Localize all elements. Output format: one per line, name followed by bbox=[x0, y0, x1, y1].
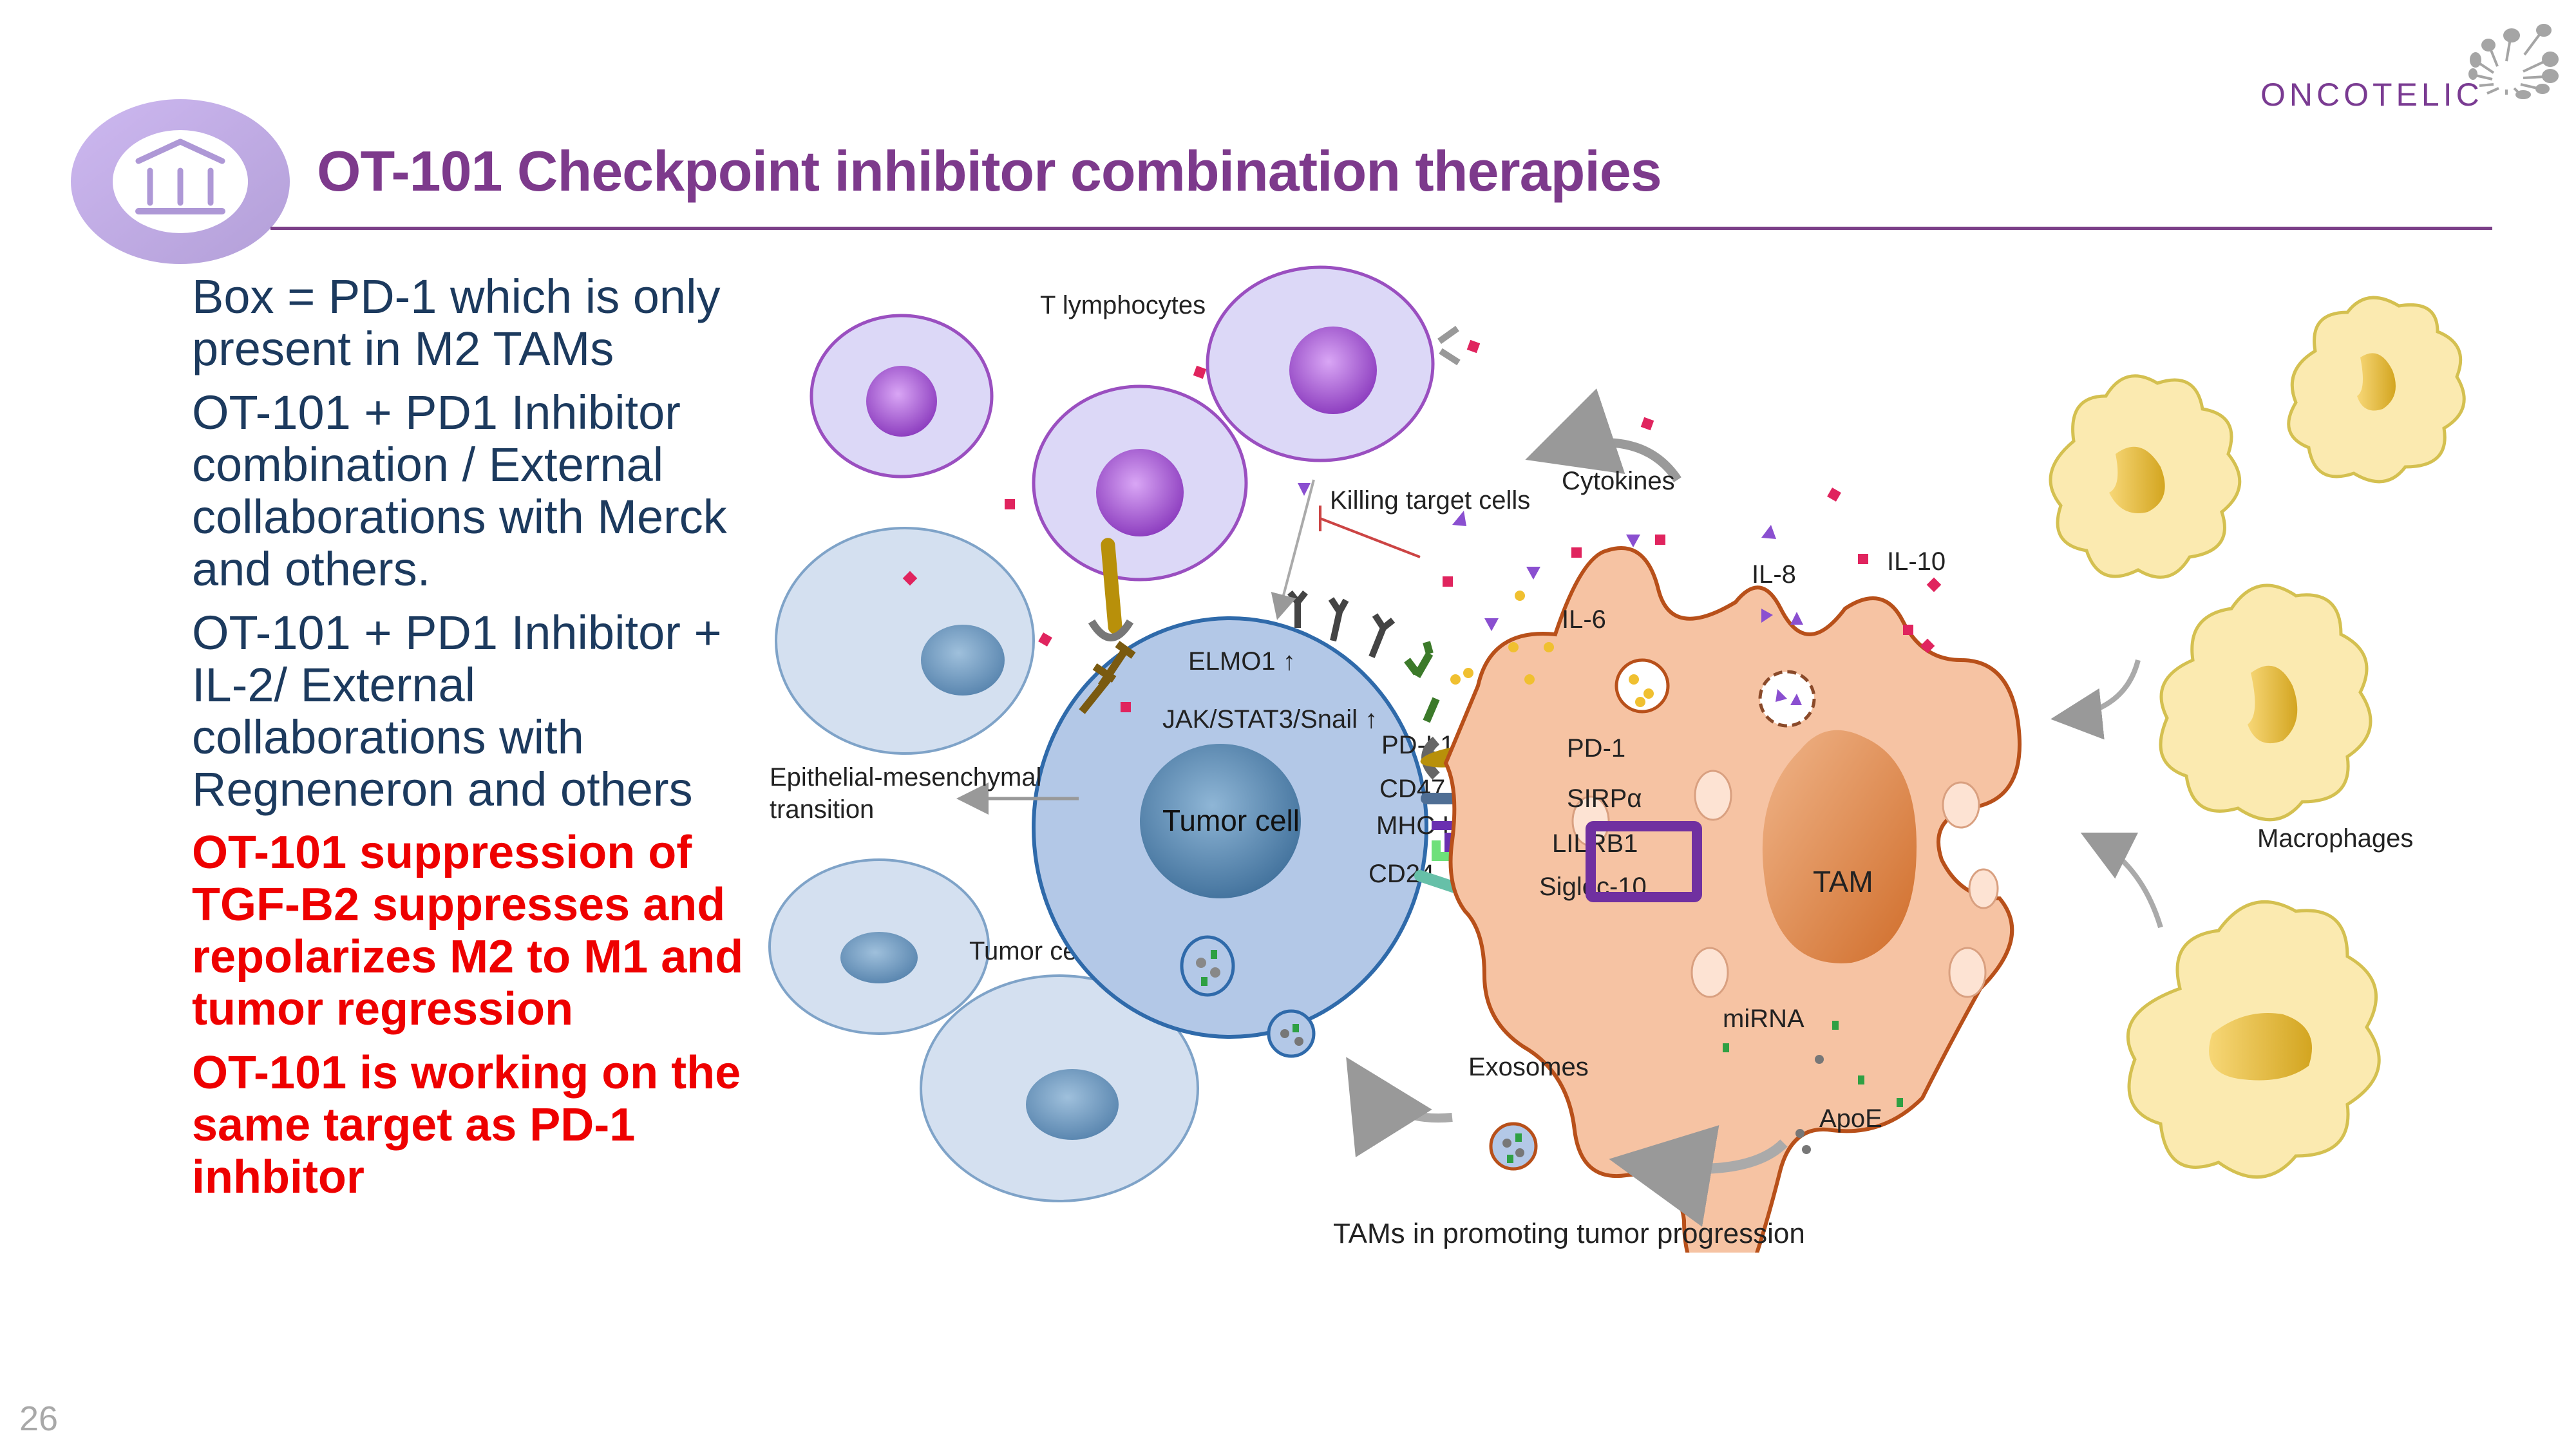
label-pd1: PD-1 bbox=[1567, 734, 1625, 762]
label-exosomes: Exosomes bbox=[1468, 1053, 1589, 1081]
oncotelic-logo-icon bbox=[2468, 24, 2559, 99]
tumor-cell-background bbox=[920, 974, 1199, 1202]
label-cytokines: Cytokines bbox=[1562, 467, 1675, 495]
bullet-item: Box = PD-1 which is only present in M2 T… bbox=[192, 270, 721, 375]
label-sirpa: SIRPα bbox=[1567, 784, 1642, 813]
label-tam: TAM bbox=[1813, 865, 1873, 898]
label-apoe: ApoE bbox=[1819, 1104, 1882, 1133]
tam-cell bbox=[1443, 546, 2022, 1253]
label-emt-2: transition bbox=[770, 795, 874, 824]
bullet-item: OT-101 + PD1 Inhibitor combination / Ext… bbox=[192, 386, 727, 596]
label-jak-stat3: JAK/STAT3/Snail ↑ bbox=[1162, 705, 1378, 734]
label-tumor-cell: Tumor cell bbox=[1162, 804, 1300, 837]
label-il10: IL-10 bbox=[1887, 547, 1946, 576]
institution-building-icon bbox=[71, 99, 290, 264]
label-elmo1: ELMO1 ↑ bbox=[1188, 647, 1296, 676]
tumor-cell-background bbox=[775, 527, 1035, 755]
bullet-item-highlight: OT-101 is working on the same target as … bbox=[192, 1047, 741, 1203]
label-il8: IL-8 bbox=[1752, 560, 1796, 589]
label-killing-target-cells: Killing target cells bbox=[1330, 486, 1530, 515]
page-number: 26 bbox=[19, 1399, 59, 1438]
tumor-cell-background bbox=[768, 858, 990, 1035]
title-divider bbox=[270, 227, 2492, 230]
label-emt: Epithelial-mesenchymal bbox=[770, 763, 1041, 791]
pd1-highlight-box bbox=[1586, 821, 1702, 902]
bullet-item: OT-101 + PD1 Inhibitor + IL-2/ External … bbox=[192, 606, 722, 816]
label-mirna: miRNA bbox=[1723, 1005, 1804, 1033]
bullet-list: Box = PD-1 which is only present in M2 T… bbox=[192, 270, 746, 1215]
bullet-item-highlight: OT-101 suppression of TGF-B2 suppresses … bbox=[192, 827, 744, 1035]
exosome bbox=[1267, 1009, 1316, 1058]
t-lymphocyte-cell bbox=[810, 314, 994, 478]
page-title: OT-101 Checkpoint inhibitor combination … bbox=[317, 139, 1662, 203]
tam-diagram: T lymphocytes Tumor cells Tumor cell ELM… bbox=[768, 265, 2466, 1253]
logo-text: ONCOTELIC bbox=[2260, 77, 2483, 113]
label-il6: IL-6 bbox=[1562, 605, 1606, 634]
t-lymphocyte-cell bbox=[1032, 384, 1248, 582]
exosome bbox=[1489, 1122, 1538, 1171]
label-t-lymphocytes: T lymphocytes bbox=[1040, 291, 1206, 319]
t-lymphocyte-cell bbox=[1206, 265, 1461, 462]
label-macrophages: Macrophages bbox=[2257, 824, 2413, 853]
diagram-caption: TAMs in promoting tumor progression bbox=[1333, 1218, 1805, 1249]
main-tumor-cell bbox=[1032, 616, 1428, 1039]
